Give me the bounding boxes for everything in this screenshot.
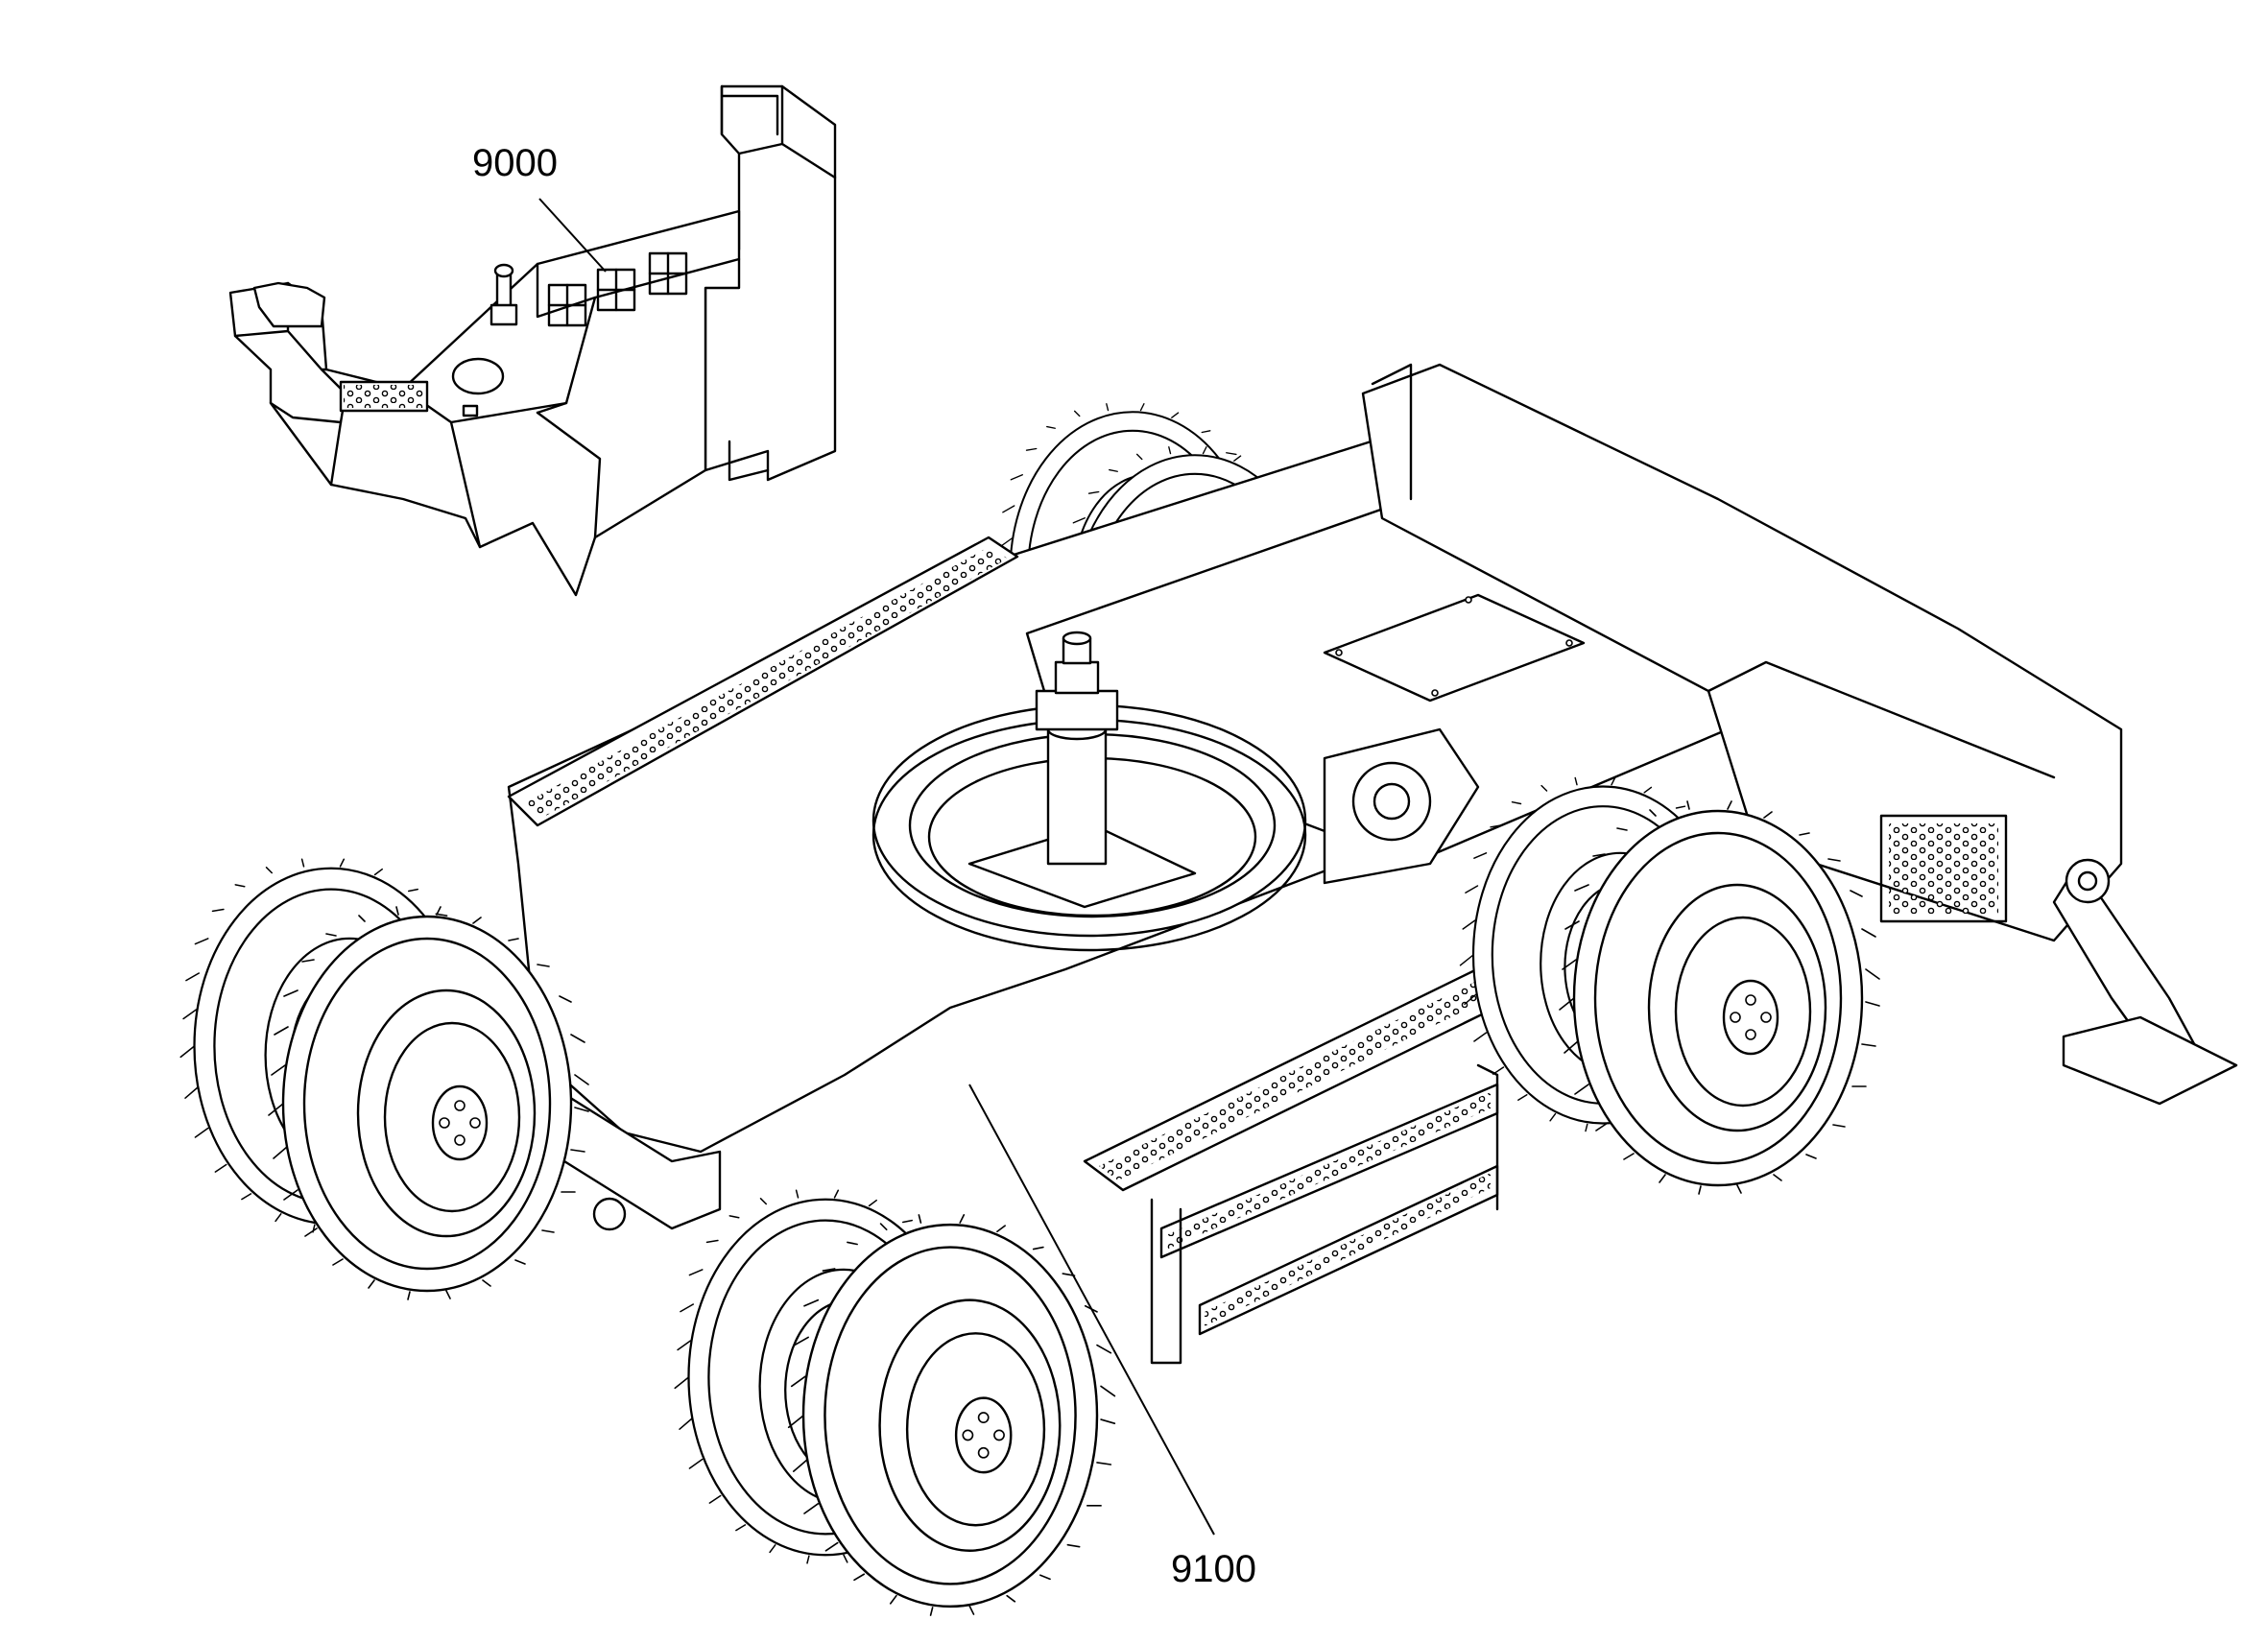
callout-leader-9100 bbox=[968, 1084, 1215, 1536]
boom-base bbox=[1361, 363, 2123, 942]
callout-9000: 9000 bbox=[472, 142, 558, 184]
rotary-joint bbox=[1035, 631, 1119, 866]
callout-9100: 9100 bbox=[1171, 1548, 1256, 1590]
gearbox bbox=[1323, 727, 1480, 885]
undercarriage bbox=[179, 363, 2238, 1617]
control-console bbox=[228, 84, 837, 597]
outrigger-pad bbox=[2062, 1015, 2238, 1106]
callout-leader-9000 bbox=[538, 198, 607, 273]
